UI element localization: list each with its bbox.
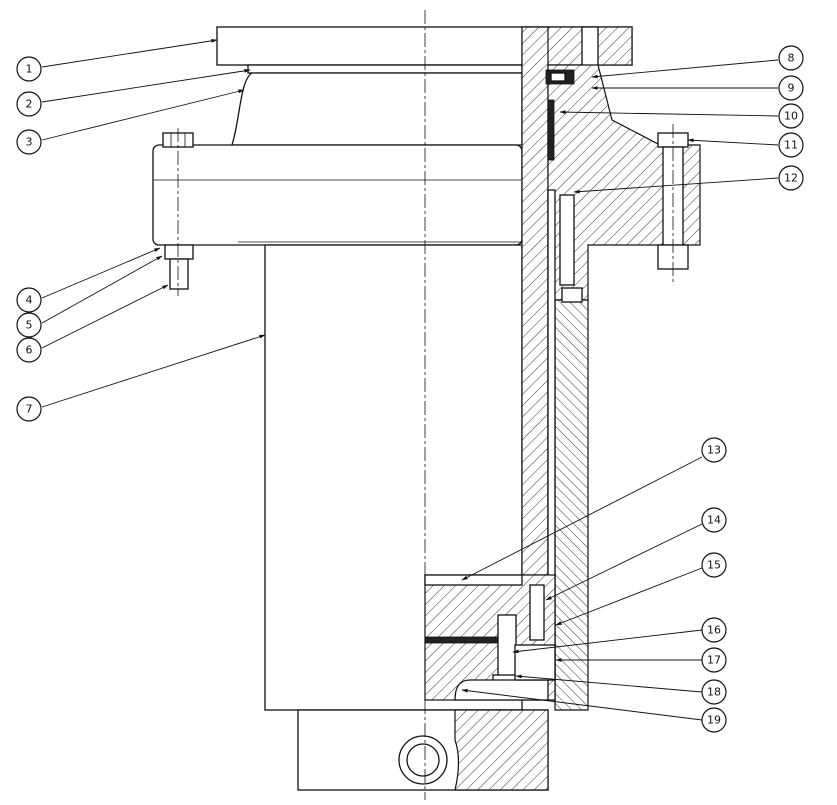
small-bolt-body [559,194,575,286]
callout-11-label: 11 [784,139,798,152]
lower-plate-top [424,574,523,586]
callout-16: 16 [512,617,727,654]
callout-7-label: 7 [26,403,33,416]
callout-12: 12 [573,165,804,194]
callout-4-label: 4 [26,294,33,307]
callout-15: 15 [555,552,727,626]
callout-16-label: 16 [707,624,721,637]
callout-17: 17 [555,647,727,673]
callout-14: 14 [545,507,727,601]
callout-8-label: 8 [788,52,795,65]
small-bolt-head [561,287,583,303]
callout-8: 8 [591,45,804,79]
callout-6: 6 [16,284,169,363]
base-hatched [454,709,549,791]
callout-11: 11 [687,132,804,158]
callout-1-label: 1 [26,63,33,76]
main-flange [152,144,523,246]
gasket-plate [247,64,523,74]
callout-14-label: 14 [707,514,721,527]
callout-12-label: 12 [784,172,798,185]
seal-strip [547,99,555,161]
callout-10: 10 [559,103,804,129]
right-long-sleeve [554,299,589,711]
callout-3: 3 [16,89,245,155]
callout-5-label: 5 [26,319,33,332]
callout-1: 1 [16,38,218,82]
callout-4: 4 [16,247,161,313]
top-bolt-bore [581,26,599,68]
left-bolt-nut [164,244,194,260]
callout-15-label: 15 [707,559,721,572]
right-housing-wall [521,26,549,576]
lower-recess [454,679,549,701]
lower-step [514,644,556,681]
callout-18-label: 18 [707,686,721,699]
callout-13-label: 13 [707,444,721,457]
callout-6-label: 6 [26,344,33,357]
callout-19-label: 19 [707,714,721,727]
callout-3-label: 3 [26,136,33,149]
callout-13: 13 [461,437,727,581]
callout-19: 19 [461,688,727,733]
seal-inner [550,72,566,82]
callout-2-label: 2 [26,98,33,111]
callout-9: 9 [591,75,804,101]
lower-small-bolt [529,584,545,641]
curved-flange [231,72,523,146]
callout-17-label: 17 [707,654,721,667]
callout-5: 5 [16,255,163,338]
callout-10-label: 10 [784,110,798,123]
base-port-inner [406,743,440,777]
callout-18: 18 [515,674,727,705]
callout-2: 2 [16,68,251,117]
left-bolt-stud [169,258,189,290]
callout-7: 7 [16,334,266,422]
callout-9-label: 9 [788,82,795,95]
